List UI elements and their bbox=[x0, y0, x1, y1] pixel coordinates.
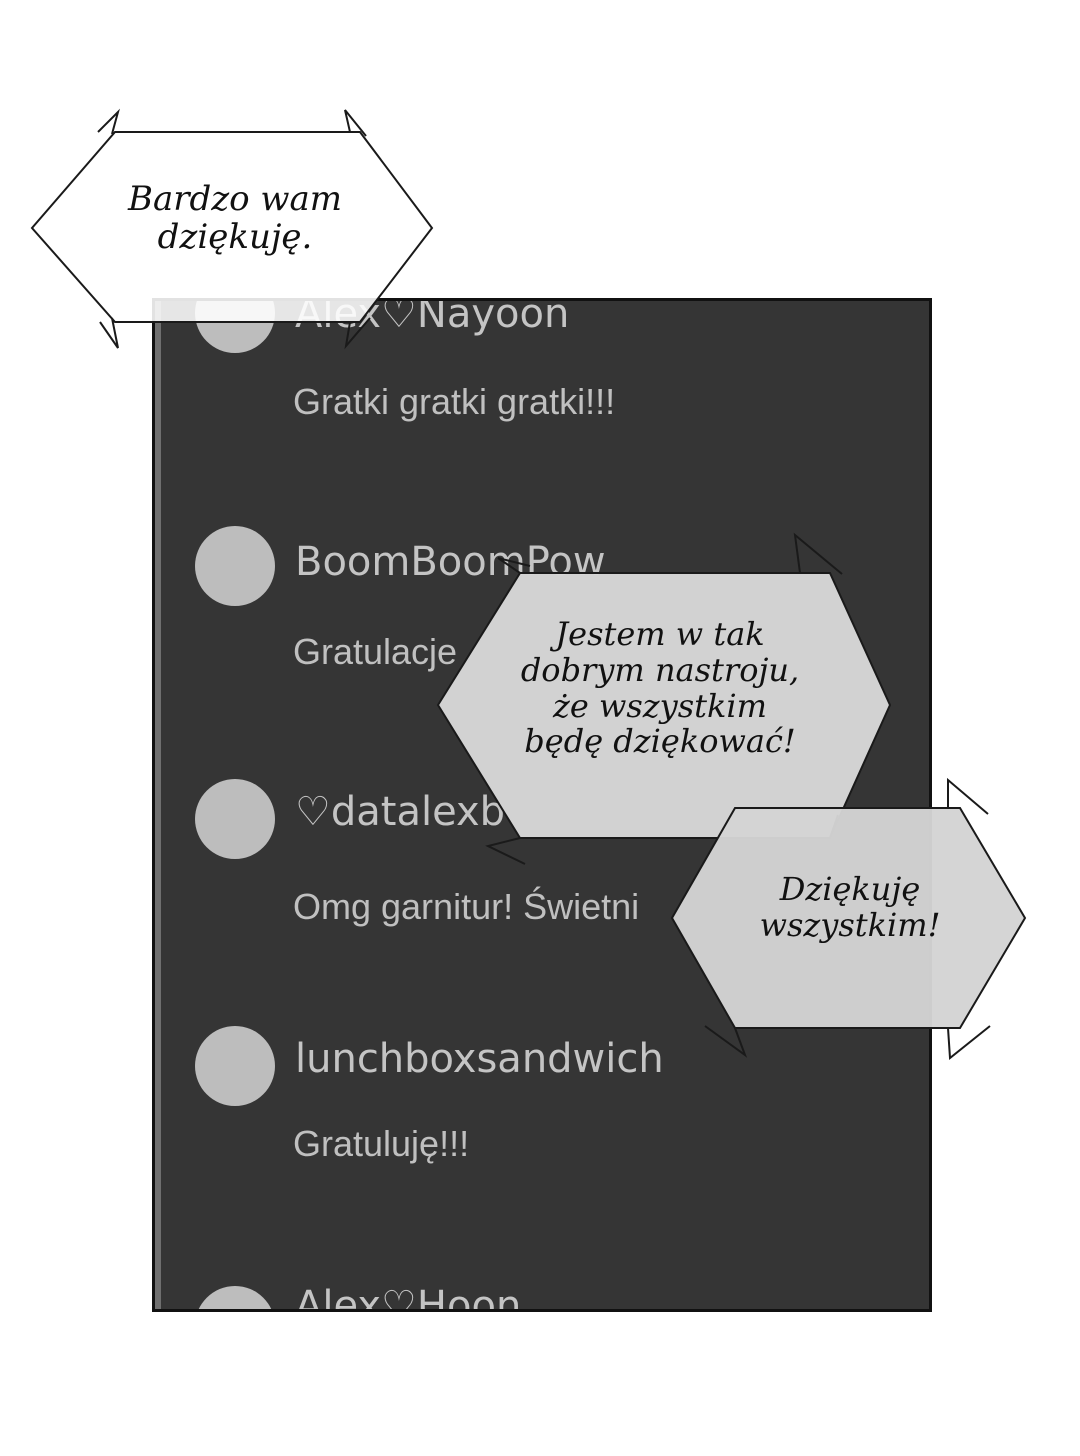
bubble-line: będę dziękować! bbox=[524, 722, 796, 761]
bubble-line: wszystkim! bbox=[759, 905, 941, 944]
comment-username[interactable]: ♡datalexb bbox=[295, 789, 506, 835]
speech-bubble-right bbox=[670, 807, 1027, 1029]
speech-bubble-top-left bbox=[30, 131, 434, 323]
bubble-spike bbox=[704, 777, 991, 1060]
bubble-line: że wszystkim bbox=[553, 686, 767, 725]
bubble-spike bbox=[97, 108, 371, 350]
bubble-text-right: Dziękuję wszystkim! bbox=[720, 870, 980, 944]
bubble-line: Jestem w tak bbox=[555, 615, 765, 653]
avatar[interactable] bbox=[195, 1026, 275, 1106]
avatar[interactable] bbox=[195, 1286, 275, 1309]
comment-text: Gratulacje bbox=[293, 631, 458, 672]
comment-text: Gratuluję!!! bbox=[293, 1123, 470, 1164]
comment-text: Omg garnitur! Świetni bbox=[293, 886, 640, 927]
comment-username[interactable]: lunchboxsandwich bbox=[295, 1036, 664, 1082]
bubble-spike bbox=[485, 532, 843, 865]
bubble-text-top-left: Bardzo wam dziękuję. bbox=[90, 180, 380, 256]
bubble-line: Bardzo wam bbox=[127, 179, 343, 219]
bubble-line: Dziękuję bbox=[779, 870, 921, 908]
bubble-text-center: Jestem w tak dobrym nastroju, że wszystk… bbox=[475, 615, 845, 761]
comment-username[interactable]: Alex♡Hoon bbox=[295, 1283, 522, 1312]
avatar[interactable] bbox=[195, 779, 275, 859]
bubble-line: dobrym nastroju, bbox=[520, 650, 800, 689]
avatar[interactable] bbox=[195, 526, 275, 606]
bubble-line: dziękuję. bbox=[157, 217, 313, 258]
comment-text: Gratki gratki gratki!!! bbox=[293, 381, 616, 422]
